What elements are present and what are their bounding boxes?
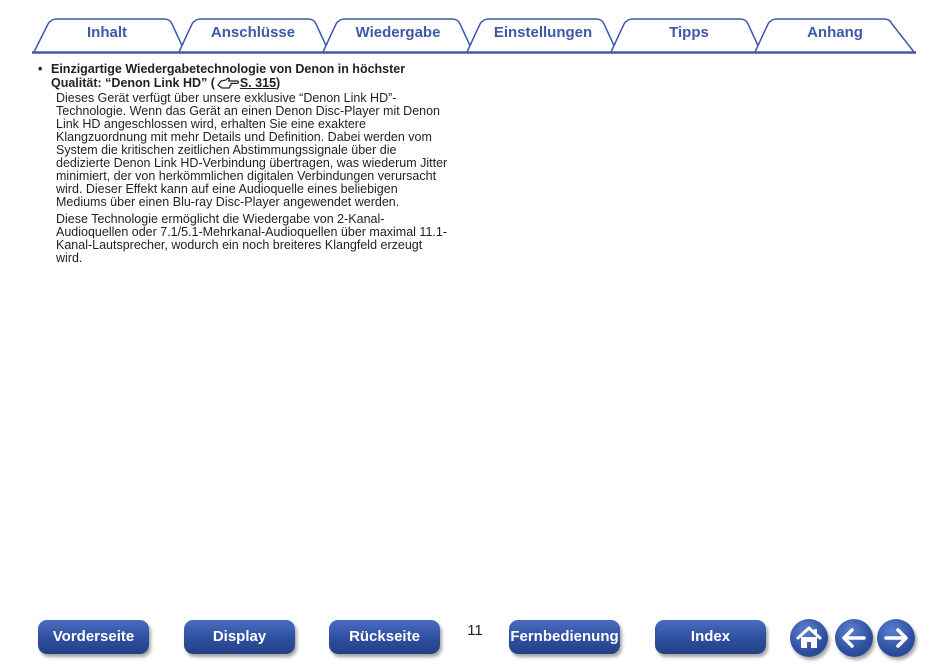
- paragraph-channels: Diese Technologie ermöglicht die Wiederg…: [56, 213, 478, 265]
- remote-control-button[interactable]: Fernbedienung: [509, 620, 620, 654]
- back-button[interactable]: [835, 619, 873, 657]
- page-reference-text: S. 315: [239, 75, 277, 90]
- tab-shape-anschluesse: [178, 18, 330, 53]
- pointing-hand-icon: [217, 76, 239, 89]
- text-line: Klangzuordnung mit mehr Details und Defi…: [56, 130, 432, 144]
- tab-shape-einstellungen: [466, 18, 618, 53]
- paragraph-denon-link: Dieses Gerät verfügt über unsere exklusi…: [56, 92, 478, 209]
- tab-tipps[interactable]: Tipps: [669, 24, 709, 41]
- page-number: 11: [467, 622, 483, 639]
- home-button[interactable]: [790, 619, 828, 657]
- display-button[interactable]: Display: [184, 620, 295, 654]
- rear-panel-button[interactable]: Rückseite: [329, 620, 440, 654]
- heading-line-2: Qualität: “Denon Link HD” (: [51, 75, 215, 90]
- arrow-right-icon: [884, 628, 908, 648]
- text-line: Diese Technologie ermöglicht die Wiederg…: [56, 212, 385, 226]
- text-line: Audioquellen oder 7.1/5.1-Mehrkanal-Audi…: [56, 225, 447, 239]
- text-line: minimiert, der von herkömmlichen digital…: [56, 169, 437, 183]
- forward-button[interactable]: [877, 619, 915, 657]
- tab-bar-outline: [32, 18, 916, 54]
- text-line: Kanal-Lautsprecher, wodurch ein noch bre…: [56, 238, 423, 252]
- feature-section: • Einzigartige Wiedergabetechnologie von…: [38, 62, 478, 265]
- index-button[interactable]: Index: [655, 620, 766, 654]
- heading-line-1: Einzigartige Wiedergabetechnologie von D…: [51, 62, 406, 76]
- tab-shape-inhalt: [33, 18, 186, 53]
- tab-shape-anhang: [754, 18, 915, 53]
- tab-anschluesse[interactable]: Anschlüsse: [210, 24, 296, 41]
- front-panel-button[interactable]: Vorderseite: [38, 620, 149, 654]
- tab-shape-tipps: [610, 18, 762, 53]
- feature-heading: • Einzigartige Wiedergabetechnologie von…: [38, 62, 478, 90]
- text-line: Dieses Gerät verfügt über unsere exklusi…: [56, 91, 397, 105]
- bullet-icon: •: [38, 62, 43, 76]
- text-line: wird.: [56, 251, 83, 265]
- tab-einstellungen[interactable]: Einstellungen: [493, 24, 593, 41]
- home-icon: [796, 626, 822, 648]
- text-line: dedizierte Denon Link HD-Verbindung über…: [56, 156, 448, 170]
- text-line: wird. Dieser Effekt kann auf eine Audioq…: [56, 182, 398, 196]
- tab-inhalt[interactable]: Inhalt: [87, 24, 127, 41]
- text-line: Link HD angeschlossen wird, erhalten Sie…: [56, 117, 366, 131]
- text-line: Technologie. Wenn das Gerät an einen Den…: [56, 104, 441, 118]
- tab-anhang[interactable]: Anhang: [807, 24, 863, 41]
- page-reference-link[interactable]: S. 315: [215, 76, 276, 90]
- text-line: Mediums über einen Blu-ray Disc-Player a…: [56, 195, 400, 209]
- tab-shape-wiedergabe: [322, 18, 474, 53]
- top-tab-bar: Inhalt Anschlüsse Wiedergabe Einstellung…: [0, 0, 950, 56]
- heading-close: ): [276, 75, 281, 90]
- arrow-left-icon: [842, 628, 866, 648]
- tab-wiedergabe[interactable]: Wiedergabe: [355, 24, 441, 41]
- text-line: System die kritischen zeitlichen Abstimm…: [56, 143, 397, 157]
